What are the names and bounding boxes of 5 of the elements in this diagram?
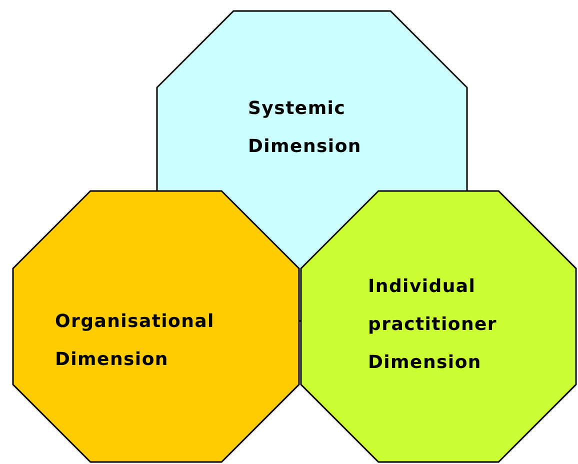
octagon — [12, 190, 300, 463]
node-label: Organisational Dimension — [55, 310, 216, 372]
node-label: Individual practitioner Dimension — [368, 275, 498, 375]
octagon — [300, 190, 577, 463]
node-label: Systemic Dimension — [248, 97, 362, 159]
